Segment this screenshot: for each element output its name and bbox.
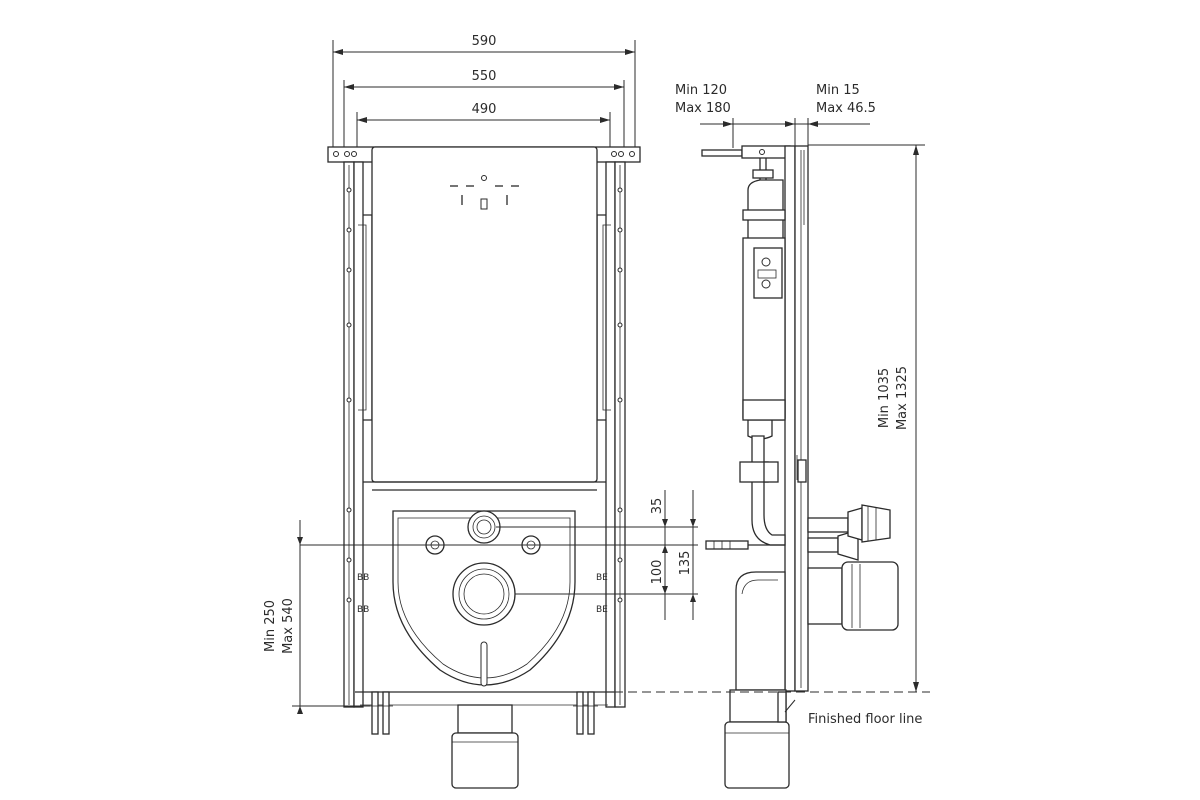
side-drain	[769, 561, 899, 631]
feet	[368, 691, 598, 735]
waste-pipe	[451, 704, 519, 789]
front-height-min: Min 250	[263, 600, 278, 652]
floor-line-label: Finished floor line	[808, 712, 922, 727]
side-height-max: Max 1325	[895, 366, 910, 430]
dim-depth: Min 120 Max 180 Min 15 Max 46.5	[675, 83, 876, 148]
finished-floor-line: Finished floor line	[600, 691, 930, 727]
flush-pipe	[739, 435, 807, 546]
dim-550: 550	[343, 69, 625, 150]
side-cistern	[742, 179, 786, 440]
dim-490: 490	[356, 102, 611, 150]
dim-height-side: Min 1035 Max 1325	[808, 144, 925, 692]
dim-550-label: 550	[472, 69, 497, 84]
front-height-max: Max 540	[281, 598, 296, 654]
dim-490-label: 490	[472, 102, 497, 117]
svg-text:BB: BB	[357, 573, 369, 583]
top-bracket	[701, 145, 791, 186]
panel-max-label: Max 46.5	[816, 101, 876, 116]
depth-max-label: Max 180	[675, 101, 731, 116]
waste-elbow	[724, 571, 790, 789]
svg-text:BE: BE	[596, 573, 608, 583]
left-frame-upright	[343, 161, 373, 708]
svg-text:BB: BB	[357, 605, 369, 615]
side-frame	[784, 145, 809, 692]
panel-min-label: Min 15	[816, 83, 860, 98]
dim-100-label: 100	[650, 560, 665, 585]
dim-590: 590	[332, 34, 636, 150]
dim-height-front: Min 250 Max 540	[263, 520, 370, 714]
dim-offsets: 35 100 135	[300, 490, 698, 620]
water-inlet	[467, 510, 501, 544]
right-frame-upright	[596, 161, 626, 708]
depth-min-label: Min 120	[675, 83, 727, 98]
flush-plate-marks	[450, 175, 519, 210]
side-height-min: Min 1035	[877, 368, 892, 428]
dim-590-label: 590	[472, 34, 497, 49]
drain-outlet	[452, 562, 516, 687]
side-inlet	[807, 504, 891, 543]
front-view: 590 550 490	[263, 34, 698, 789]
svg-text:BE: BE	[596, 605, 608, 615]
dim-135-label: 135	[678, 551, 693, 576]
cistern-panel	[371, 146, 598, 483]
side-view: Min 120 Max 180 Min 15 Max 46.5 Min 1035…	[600, 83, 930, 789]
dim-35-label: 35	[650, 498, 665, 515]
